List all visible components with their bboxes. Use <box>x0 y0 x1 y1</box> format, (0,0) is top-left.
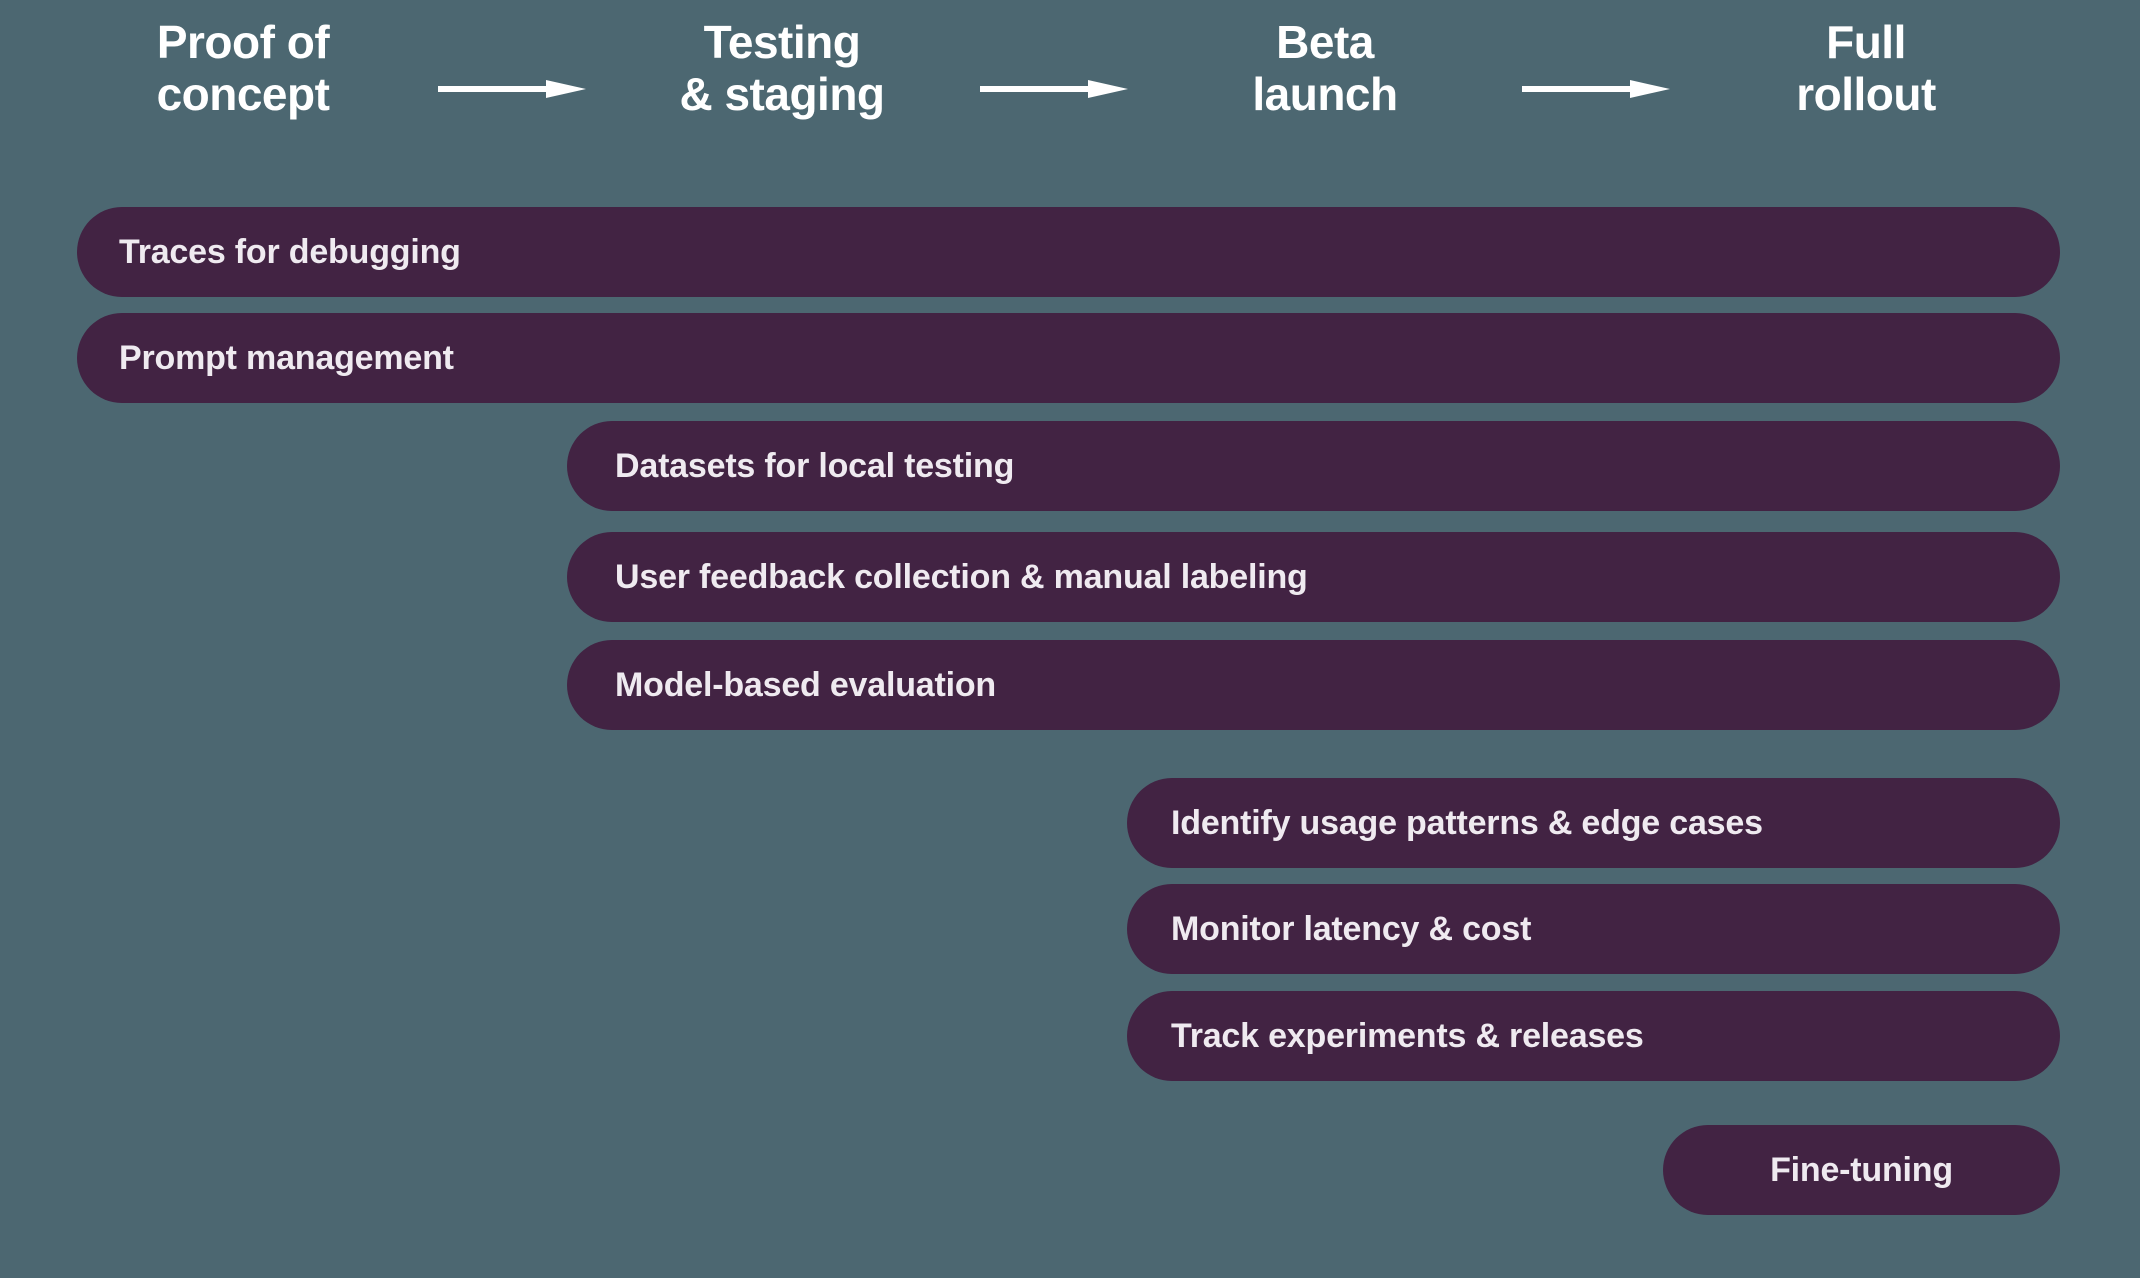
capability-bar-label: Datasets for local testing <box>615 446 1015 485</box>
capability-bar-monitor-latency-and-cost[interactable]: Monitor latency & cost <box>1127 884 2060 974</box>
capability-bar-label: User feedback collection & manual labeli… <box>615 557 1308 596</box>
capability-bar-label: Identify usage patterns & edge cases <box>1171 803 1763 842</box>
capability-bar-label: Monitor latency & cost <box>1171 909 1532 948</box>
phase-label-testing-and-staging: Testing & staging <box>679 16 885 121</box>
capability-bar-prompt-management[interactable]: Prompt management <box>77 313 2060 403</box>
capability-bar-datasets-for-local-testing[interactable]: Datasets for local testing <box>567 421 2060 511</box>
phase-label-full-rollout: Full rollout <box>1796 16 1936 121</box>
capability-bar-label: Track experiments & releases <box>1171 1016 1644 1055</box>
capability-bar-label: Model-based evaluation <box>615 665 997 704</box>
capability-bar-identify-usage-patterns-and-edge-cases[interactable]: Identify usage patterns & edge cases <box>1127 778 2060 868</box>
capability-bar-fine-tuning[interactable]: Fine-tuning <box>1663 1125 2060 1215</box>
phase-label-beta-launch: Beta launch <box>1252 16 1398 121</box>
capability-bar-label: Traces for debugging <box>119 232 461 271</box>
capability-bar-label: Fine-tuning <box>1770 1150 1953 1189</box>
arrow-beta-to-rollout-icon <box>1522 80 1670 98</box>
capability-bar-user-feedback-collection-and-manual-labeling[interactable]: User feedback collection & manual labeli… <box>567 532 2060 622</box>
phase-header-row: Proof of concept Testing & staging Beta la… <box>0 0 2140 180</box>
capability-bar-label: Prompt management <box>119 338 454 377</box>
arrow-poc-to-testing-icon <box>438 80 586 98</box>
capability-bar-model-based-evaluation[interactable]: Model-based evaluation <box>567 640 2060 730</box>
capability-bar-track-experiments-and-releases[interactable]: Track experiments & releases <box>1127 991 2060 1081</box>
phase-label-proof-of-concept: Proof of concept <box>156 16 330 121</box>
capability-bar-traces-for-debugging[interactable]: Traces for debugging <box>77 207 2060 297</box>
arrow-testing-to-beta-icon <box>980 80 1128 98</box>
